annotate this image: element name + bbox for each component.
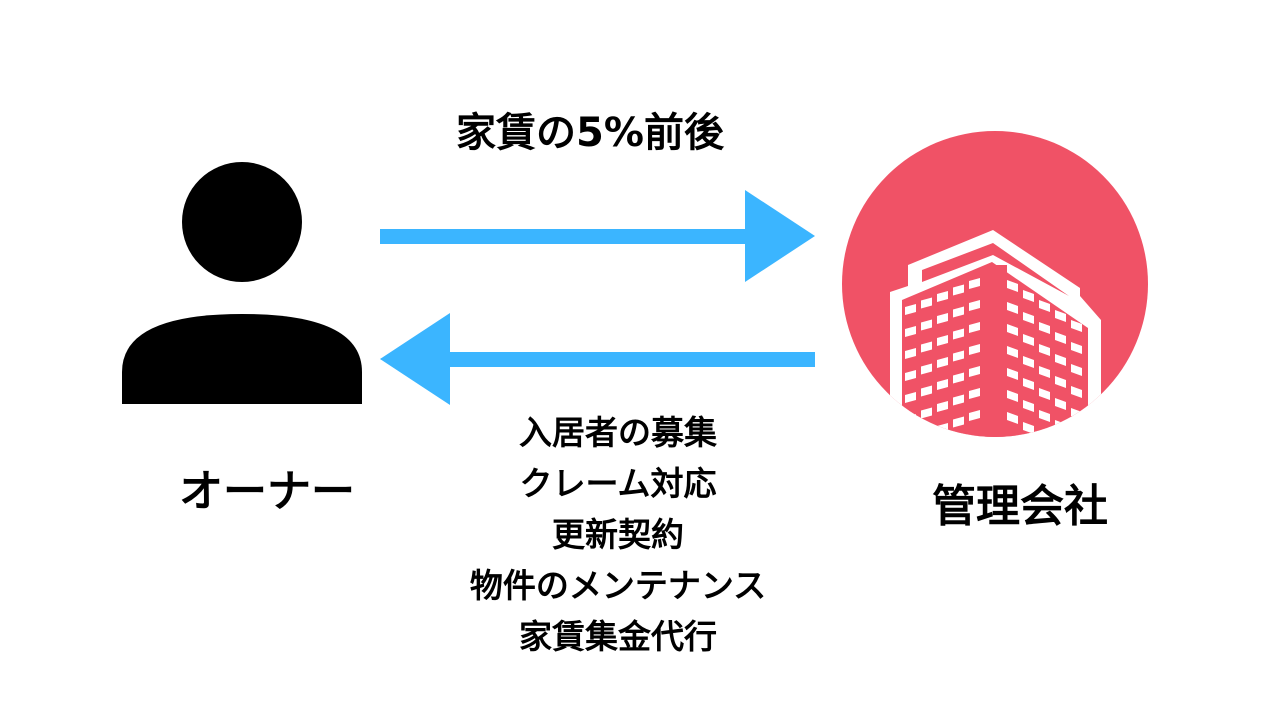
window-icon [937,379,948,390]
window-icon [937,335,948,346]
window-icon [1039,300,1050,312]
window-icon [921,407,932,419]
window-icon [953,284,964,296]
window-icon [905,392,916,403]
window-icon [953,416,964,428]
window-icon [905,370,916,381]
window-icon [905,348,916,359]
service-item: 入居者の募集 [519,413,717,452]
window-icon [921,319,932,331]
window-icon [1007,346,1018,358]
arrow-right-icon [380,190,815,282]
window-icon [1007,302,1018,314]
window-icon [1055,376,1066,388]
window-icon [1055,398,1066,410]
arrow-left-icon [380,313,815,405]
window-icon [953,372,964,384]
window-icon [1007,412,1018,424]
window-icon [937,291,948,302]
window-icon [1055,354,1066,366]
window-icon [1071,386,1082,398]
window-icon [1007,368,1018,380]
window-icon [969,344,980,355]
window-icon [1039,322,1050,334]
window-icon [905,326,916,337]
window-icon [921,363,932,375]
person-icon [122,162,362,404]
window-icon [1071,364,1082,376]
window-icon [969,366,980,377]
window-icon [969,300,980,311]
window-icon [1023,290,1034,302]
window-icon [1007,280,1018,292]
window-icon [969,322,980,333]
service-item: 家賃集金代行 [519,617,717,656]
window-icon [1023,378,1034,390]
window-icon [1071,452,1082,464]
window-icon [905,304,916,315]
window-icon [905,436,916,437]
window-icon [953,350,964,362]
window-icon [921,297,932,309]
window-icon [1055,332,1066,344]
owner-label: オーナー [179,466,355,517]
window-icon [905,414,916,425]
window-icon [921,341,932,353]
window-icon [969,278,980,289]
window-icon [937,357,948,368]
window-icon [1023,400,1034,412]
window-icon [921,385,932,397]
window-icon [1071,430,1082,437]
window-icon [1039,410,1050,422]
window-icon [1023,356,1034,368]
window-icon [1023,312,1034,324]
window-icon [1055,442,1066,454]
window-icon [1039,344,1050,356]
window-icon [969,388,980,399]
window-icon [969,410,980,421]
window-icon [1007,324,1018,336]
window-icon [1071,342,1082,354]
window-icon [1039,366,1050,378]
window-icon [937,313,948,324]
window-icon [953,328,964,340]
fee-label: 家賃の5%前後 [456,110,724,156]
window-icon [1071,320,1082,332]
window-icon [937,401,948,412]
service-item: 物件のメンテナンス [469,566,767,605]
service-item: 更新契約 [552,515,684,554]
window-icon [1055,310,1066,322]
building-icon [842,131,1148,464]
window-icon [1039,388,1050,400]
service-item: クレーム対応 [519,464,717,503]
services-list: 入居者の募集 クレーム対応 更新契約 物件のメンテナンス 家賃集金代行 [418,407,818,662]
window-icon [1023,334,1034,346]
window-icon [921,429,932,437]
window-icon [1039,432,1050,437]
window-icon [953,306,964,318]
window-icon [1023,422,1034,434]
company-label: 管理会社 [932,481,1108,532]
window-icon [953,394,964,406]
window-icon [1007,390,1018,402]
